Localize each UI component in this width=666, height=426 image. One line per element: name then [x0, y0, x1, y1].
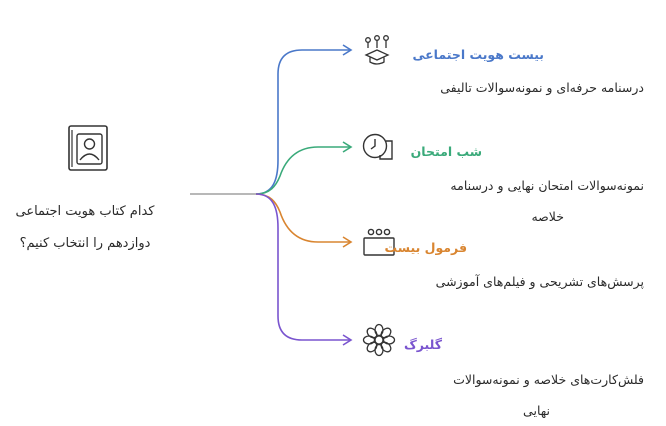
branch-title-3: فرمول بیست: [384, 240, 467, 255]
central-line-1: کدام کتاب هویت اجتماعی: [15, 204, 155, 219]
branch-desc-3: پرسش‌های تشریحی و فیلم‌های آموزشی: [436, 266, 644, 297]
presentation-board-icon: [363, 228, 395, 256]
branch-title-4: گلبرگ: [403, 337, 442, 352]
branch-line-3: [255, 193, 350, 243]
branch-desc-4: فلش‌کارت‌های خلاصه و نمونه‌سوالات نهایی: [453, 364, 644, 426]
clock-book-icon: [362, 133, 393, 160]
branch-line-1: [255, 49, 350, 195]
branch-arrow-1: [342, 44, 353, 56]
central-line-2: دوازدهم را انتخاب کنیم؟: [19, 236, 151, 251]
branch-desc-4-line-2: نهایی: [523, 403, 550, 418]
branch-line-4: [255, 193, 350, 341]
branch-desc-1: درسنامه حرفه‌ای و نمونه‌سوالات تالیفی: [440, 72, 644, 103]
graduation-cap-icon: [364, 35, 390, 65]
branch-title-1: بیست هویت اجتماعی: [412, 47, 544, 62]
branch-desc-2-line-2: خلاصه: [531, 209, 564, 224]
branch-desc-3-line-1: پرسش‌های تشریحی و فیلم‌های آموزشی: [435, 274, 644, 289]
central-question: کدام کتاب هویت اجتماعی دوازدهم را انتخاب…: [0, 196, 170, 260]
branch-arrow-2: [342, 141, 353, 153]
book-person-icon: [68, 125, 108, 171]
branch-line-2: [255, 146, 350, 195]
flower-icon: [362, 323, 396, 357]
branch-arrow-3: [342, 236, 353, 248]
branch-arrow-4: [342, 334, 353, 346]
branch-desc-2-line-1: نمونه‌سوالات امتحان نهایی و درسنامه: [450, 178, 644, 193]
branch-desc-4-line-1: فلش‌کارت‌های خلاصه و نمونه‌سوالات: [453, 372, 644, 387]
branch-title-2: شب امتحان: [410, 144, 482, 159]
branch-desc-1-line-1: درسنامه حرفه‌ای و نمونه‌سوالات تالیفی: [440, 80, 644, 95]
branch-desc-2: نمونه‌سوالات امتحان نهایی و درسنامه خلاص…: [450, 170, 644, 232]
